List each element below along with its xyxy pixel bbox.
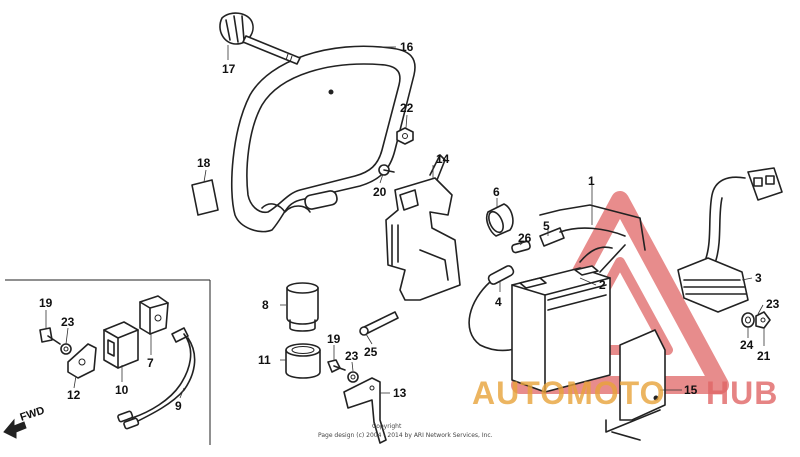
callout-5: 5: [543, 219, 550, 233]
callout-17: 17: [222, 62, 236, 76]
unit-7-part: [139, 295, 169, 335]
callout-13: 13: [393, 386, 407, 400]
copyright-line-1: Copyright: [372, 423, 402, 430]
plate-part: [191, 179, 219, 216]
nut-22-part: [396, 127, 414, 145]
callout-25: 25: [364, 345, 378, 359]
relay-holder-11-part: [285, 343, 321, 379]
callout-24: 24: [740, 338, 754, 352]
clip-25-part: [359, 311, 399, 336]
wire-harness-9-part: [117, 327, 196, 430]
callout-14: 14: [436, 152, 450, 166]
callout-4: 4: [495, 295, 502, 309]
callout-18: 18: [197, 156, 211, 170]
bracket-14-part: [385, 154, 461, 301]
screw-20-part: [378, 164, 395, 176]
washer-24-part: [741, 312, 755, 328]
inset-frame: [5, 279, 211, 445]
callout-7: 7: [147, 356, 154, 370]
callout-10: 10: [115, 383, 129, 397]
callout-15: 15: [684, 383, 698, 397]
nut-21-part: [755, 311, 771, 329]
callout-23-right: 23: [766, 297, 780, 311]
side-cover-part: [230, 45, 416, 233]
watermark-text: AUTOMOTO HUB: [472, 375, 778, 411]
callout-19-center: 19: [327, 332, 341, 346]
callout-22: 22: [400, 101, 414, 115]
callout-11: 11: [258, 353, 271, 367]
battery-1-part: [511, 204, 646, 393]
callout-16: 16: [400, 40, 414, 54]
washer-23-left-part: [60, 343, 72, 355]
callout-2: 2: [599, 278, 606, 292]
callout-1: 1: [588, 174, 595, 188]
callout-12: 12: [67, 388, 81, 402]
callout-6: 6: [493, 185, 500, 199]
callout-23-left: 23: [61, 315, 75, 329]
bracket-12-part: [67, 343, 97, 379]
bolt-19-center-part: [327, 359, 346, 373]
callout-3: 3: [755, 271, 762, 285]
callout-labels: 16 17 18 22 20 14 6 1 5 26 2 4 3 23 24 2…: [39, 40, 780, 413]
fuse-cap-6-part: [485, 203, 514, 237]
regulator-3-part: [677, 167, 783, 313]
watermark-part2: HUB: [706, 375, 778, 411]
relay-8-part: [286, 282, 319, 332]
callout-23-center: 23: [345, 349, 359, 363]
callout-8: 8: [262, 298, 269, 312]
knob-bolt-part: [219, 12, 301, 65]
callout-26: 26: [518, 231, 532, 245]
fuse-26-part: [511, 240, 531, 254]
bolt-19-left-part: [39, 327, 61, 345]
unit-10-part: [103, 321, 139, 369]
washer-23-center-part: [347, 371, 359, 383]
stay-13-part: [343, 377, 387, 444]
battery-holder-15-part: [605, 329, 666, 441]
fwd-label: FWD: [19, 405, 47, 424]
callout-9: 9: [175, 399, 182, 413]
callout-21: 21: [757, 349, 771, 363]
callout-19-left: 19: [39, 296, 53, 310]
leader-lines: [45, 45, 765, 399]
callout-20: 20: [373, 185, 387, 199]
fuse-holder-5-part: [539, 227, 626, 247]
watermark-part1: AUTOMOTO: [472, 375, 665, 411]
fwd-arrow-icon: [3, 418, 27, 439]
copyright-line-2: Page design (c) 2004 - 2014 by ARI Netwo…: [318, 432, 493, 439]
